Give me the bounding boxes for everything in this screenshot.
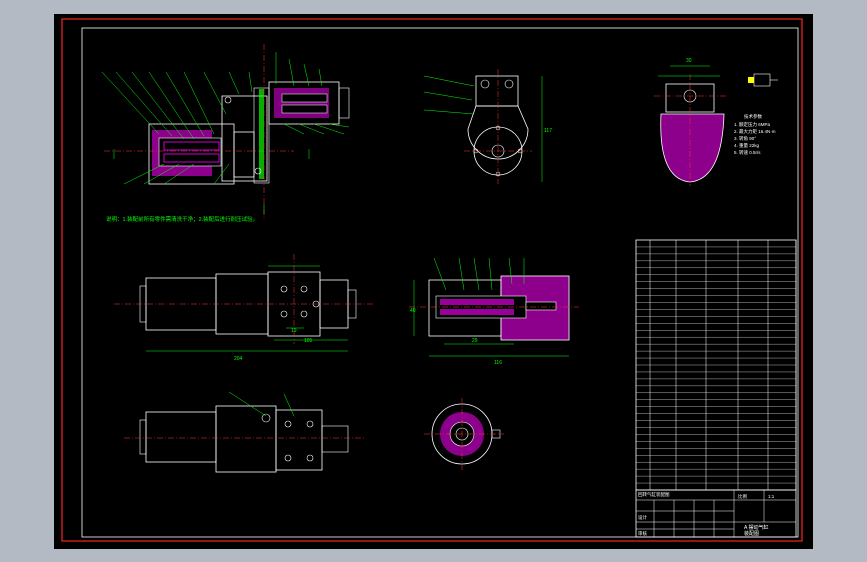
dim-40: 40 xyxy=(410,308,416,314)
dim-30: 30 xyxy=(686,58,692,64)
dim-105: 105 xyxy=(304,338,313,344)
end-view xyxy=(424,398,504,470)
title-mid-text: 回转气缸装配图 xyxy=(638,491,670,498)
cad-drawing-sheet: 说明：1.装配前所有零件需清洗干净；2.装配后进行耐压试验。 117 xyxy=(54,14,813,549)
parts-list-table xyxy=(635,239,797,491)
drawing-canvas: 说明：1.装配前所有零件需清洗干净；2.装配后进行耐压试验。 117 xyxy=(61,18,803,542)
title-scale-label: 比例 xyxy=(738,493,747,500)
title-block xyxy=(635,489,797,538)
outer-frame xyxy=(61,18,803,542)
piston-section-view xyxy=(409,257,579,357)
spec-line: 1. 额定压力 6MPa xyxy=(734,121,771,128)
specs-block: 技术参数 1. 额定压力 6MPa 2. 最大力矩 16.4N·m 3. 转角 … xyxy=(734,113,776,156)
title-name-line1: A 摆动气缸 xyxy=(744,524,768,531)
title-checked-label: 审核 xyxy=(638,530,647,537)
spec-line: 4. 重量 22kg xyxy=(734,142,760,149)
title-scale-value: 1:1 xyxy=(768,494,775,499)
spec-line: 2. 最大力矩 16.4N·m xyxy=(734,128,776,135)
dim-116: 116 xyxy=(494,360,502,366)
specs-title: 技术参数 xyxy=(744,113,762,120)
spec-line: 3. 转角 90° xyxy=(734,135,756,142)
title-name-line2: 装配图 xyxy=(744,530,759,537)
dim-204: 204 xyxy=(234,356,243,362)
spec-line: 5. 转速 0.5r/s xyxy=(734,149,761,156)
front-view xyxy=(114,254,374,352)
title-drawn-label: 设计 xyxy=(638,514,647,521)
assembly-note: 说明：1.装配前所有零件需清洗干净；2.装配后进行耐压试验。 xyxy=(106,215,258,223)
inner-frame xyxy=(81,27,799,538)
dim-29: 29 xyxy=(472,338,478,344)
arm-view xyxy=(423,69,543,184)
dim-19: 19 xyxy=(291,328,297,334)
main-section-view xyxy=(101,44,350,219)
dim-117: 117 xyxy=(544,128,552,134)
cam-view xyxy=(654,65,778,186)
top-view xyxy=(124,391,364,473)
